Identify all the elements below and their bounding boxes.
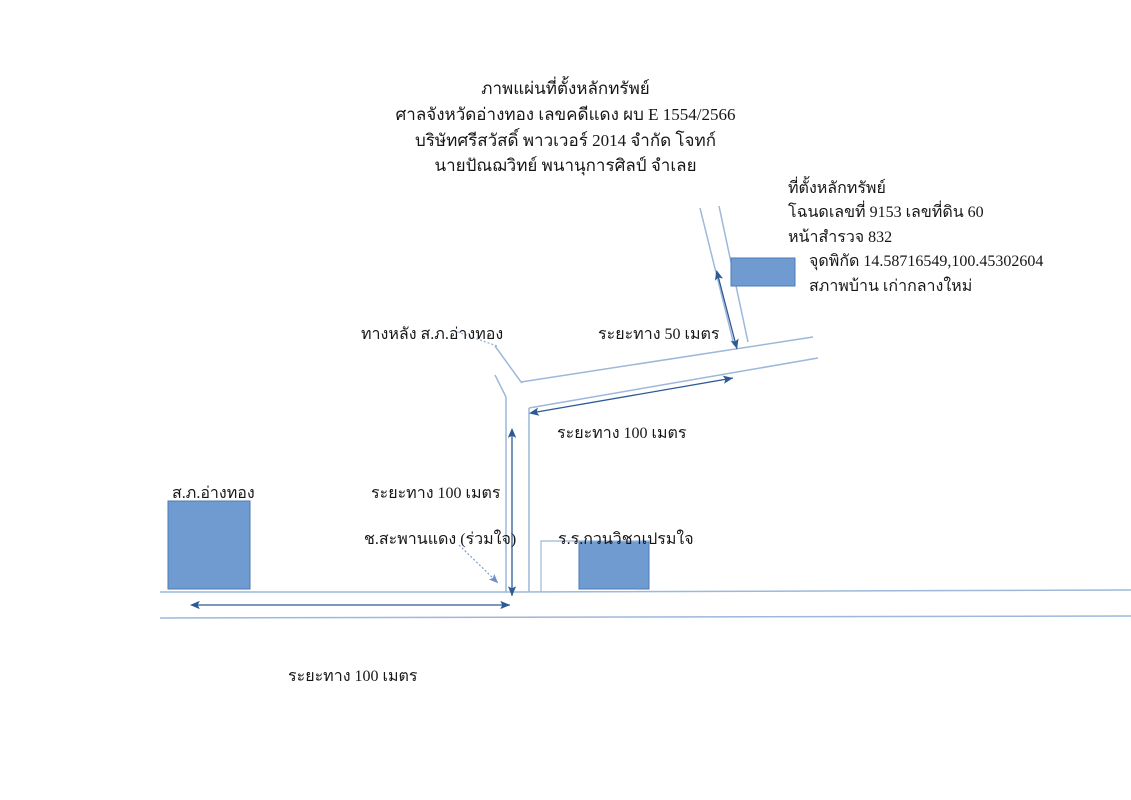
info-line-condition: สภาพบ้าน เก่ากลางใหม่ <box>809 277 973 295</box>
label-school: ร.ร.กวนวิชาเปรมใจ <box>558 531 694 548</box>
title-line-3: บริษัทศรีสวัสดิ์ พาวเวอร์ 2014 จำกัด โจท… <box>414 130 717 150</box>
label-police-station: ส.ภ.อ่างทอง <box>172 485 255 502</box>
road-branch-left-edge <box>494 374 507 398</box>
leader-bridge <box>458 544 499 584</box>
property-info-block: ที่ตั้งหลักทรัพย์ โฉนดเลขที่ 9153 เลขที่… <box>788 177 1043 299</box>
building-subject-property <box>730 257 796 287</box>
dimension-arrows <box>189 269 739 610</box>
info-line-deed: โฉนดเลขที่ 9153 เลขที่ดิน 60 <box>788 204 984 222</box>
road-diagonal-upper-edge <box>520 336 814 383</box>
arrow-distance-50 <box>714 269 739 350</box>
road-bottom-lower-edge <box>159 615 1131 619</box>
leader-lines <box>451 329 499 584</box>
building-school <box>578 540 650 590</box>
road-diagonal-lower-edge <box>528 357 819 409</box>
building-police-station <box>167 500 251 590</box>
label-distance-50: ระยะทาง 50 เมตร <box>598 326 720 343</box>
building-blocks <box>167 257 796 590</box>
label-back-road: ทางหลัง ส.ภ.อ่างทอง <box>361 326 504 343</box>
label-distance-100-diagonal: ระยะทาง 100 เมตร <box>557 425 687 442</box>
label-distance-100-bottom: ระยะทาง 100 เมตร <box>288 668 418 685</box>
road-bottom-upper-edge <box>160 589 1131 593</box>
info-line-title: ที่ตั้งหลักทรัพย์ <box>788 180 886 197</box>
map-title-block: ภาพแผ่นที่ตั้งหลักทรัพย์ ศาลจังหวัดอ่างท… <box>0 76 1131 179</box>
title-line-1: ภาพแผ่นที่ตั้งหลักทรัพย์ <box>481 79 650 98</box>
label-bridge: ช.สะพานแดง (ร่วมใจ) <box>364 531 517 548</box>
arrow-distance-100-diagonal <box>528 375 734 416</box>
info-line-survey: หน้าสำรวจ 832 <box>788 228 893 246</box>
info-line-coordinates: จุดพิกัด 14.58716549,100.45302604 <box>809 253 1044 271</box>
road-branch-upper-left <box>494 345 522 383</box>
label-distance-100-vertical: ระยะทาง 100 เมตร <box>371 485 501 502</box>
title-line-2: ศาลจังหวัดอ่างทอง เลขคดีแดง ผบ E 1554/25… <box>395 104 736 124</box>
plot-outline-school <box>540 540 649 592</box>
plot-outlines <box>540 540 649 592</box>
title-line-4: นายปัณฌวิทย์ พนานุการศิลป์ จำเลย <box>434 156 697 176</box>
